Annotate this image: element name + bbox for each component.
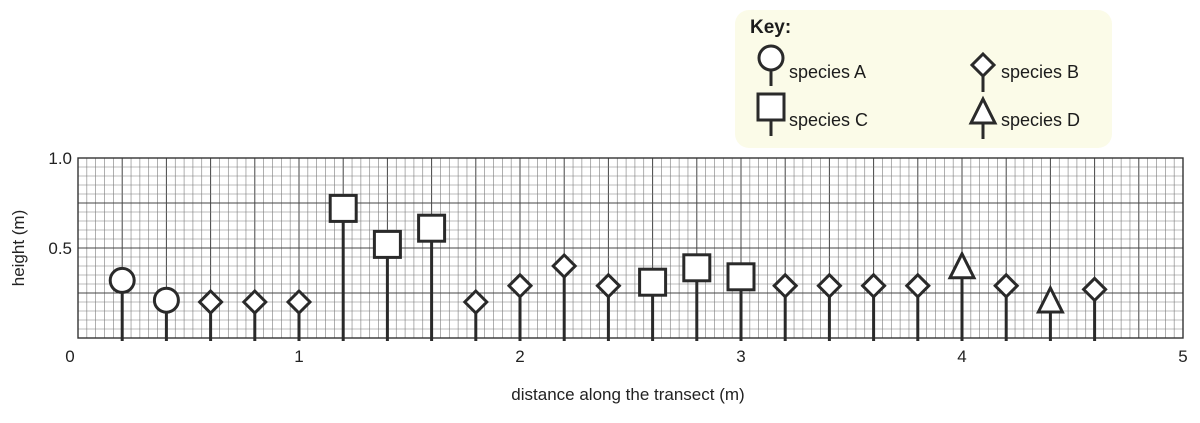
marker-species-b xyxy=(904,272,931,299)
x-tick-label: 3 xyxy=(736,347,745,366)
axis-ticks: 0 1 2 3 4 5 0.5 1.0 xyxy=(48,149,1187,366)
legend-icon-species-d xyxy=(968,95,998,125)
marker-species-d xyxy=(1035,284,1065,314)
marker-species-c xyxy=(328,193,358,223)
chart-marks xyxy=(108,193,1108,341)
legend-icons xyxy=(756,44,998,139)
marker-species-b xyxy=(506,272,534,299)
legend-icon-species-a xyxy=(757,44,785,72)
marker-species-b xyxy=(197,288,224,316)
marker-species-b xyxy=(993,272,1020,299)
marker-species-c xyxy=(372,229,402,259)
legend-title: Key: xyxy=(750,17,792,38)
marker-species-c xyxy=(726,262,756,292)
marker-species-a xyxy=(108,266,136,294)
marker-species-a xyxy=(152,286,180,314)
legend-label-species-a: species A xyxy=(789,62,867,82)
marker-species-c xyxy=(682,253,712,283)
marker-species-b xyxy=(816,272,843,299)
legend-label-species-b: species B xyxy=(1001,62,1080,82)
x-tick-label: 1 xyxy=(294,347,303,366)
plot-area xyxy=(77,157,1184,339)
legend-icon-species-b xyxy=(969,51,997,79)
marker-species-b xyxy=(772,272,799,299)
y-tick-label: 1.0 xyxy=(48,149,72,168)
x-tick-label: 4 xyxy=(957,347,966,366)
marker-species-c xyxy=(638,267,668,297)
x-axis-title: distance along the transect (m) xyxy=(511,385,744,404)
marker-species-b xyxy=(241,288,268,316)
y-tick-label: 0.5 xyxy=(48,239,72,258)
marker-species-d xyxy=(947,250,977,280)
marker-species-b xyxy=(1081,276,1108,303)
x-tick-label: 0 xyxy=(65,347,74,366)
marker-species-c xyxy=(417,213,447,243)
marker-species-b xyxy=(595,272,622,299)
marker-species-b xyxy=(860,272,887,299)
marker-species-b xyxy=(551,252,578,280)
legend-box xyxy=(735,10,1112,148)
y-axis-title: height (m) xyxy=(9,210,28,287)
legend-label-species-c: species C xyxy=(789,110,869,130)
legend-label-species-d: species D xyxy=(1001,110,1081,130)
legend-icon-species-c xyxy=(756,92,786,122)
plot-border xyxy=(77,157,1184,339)
marker-species-b xyxy=(462,288,489,316)
marker-species-b xyxy=(285,288,313,316)
x-tick-label: 2 xyxy=(515,347,524,366)
chart-grid xyxy=(77,157,1184,339)
x-tick-label: 5 xyxy=(1178,347,1187,366)
